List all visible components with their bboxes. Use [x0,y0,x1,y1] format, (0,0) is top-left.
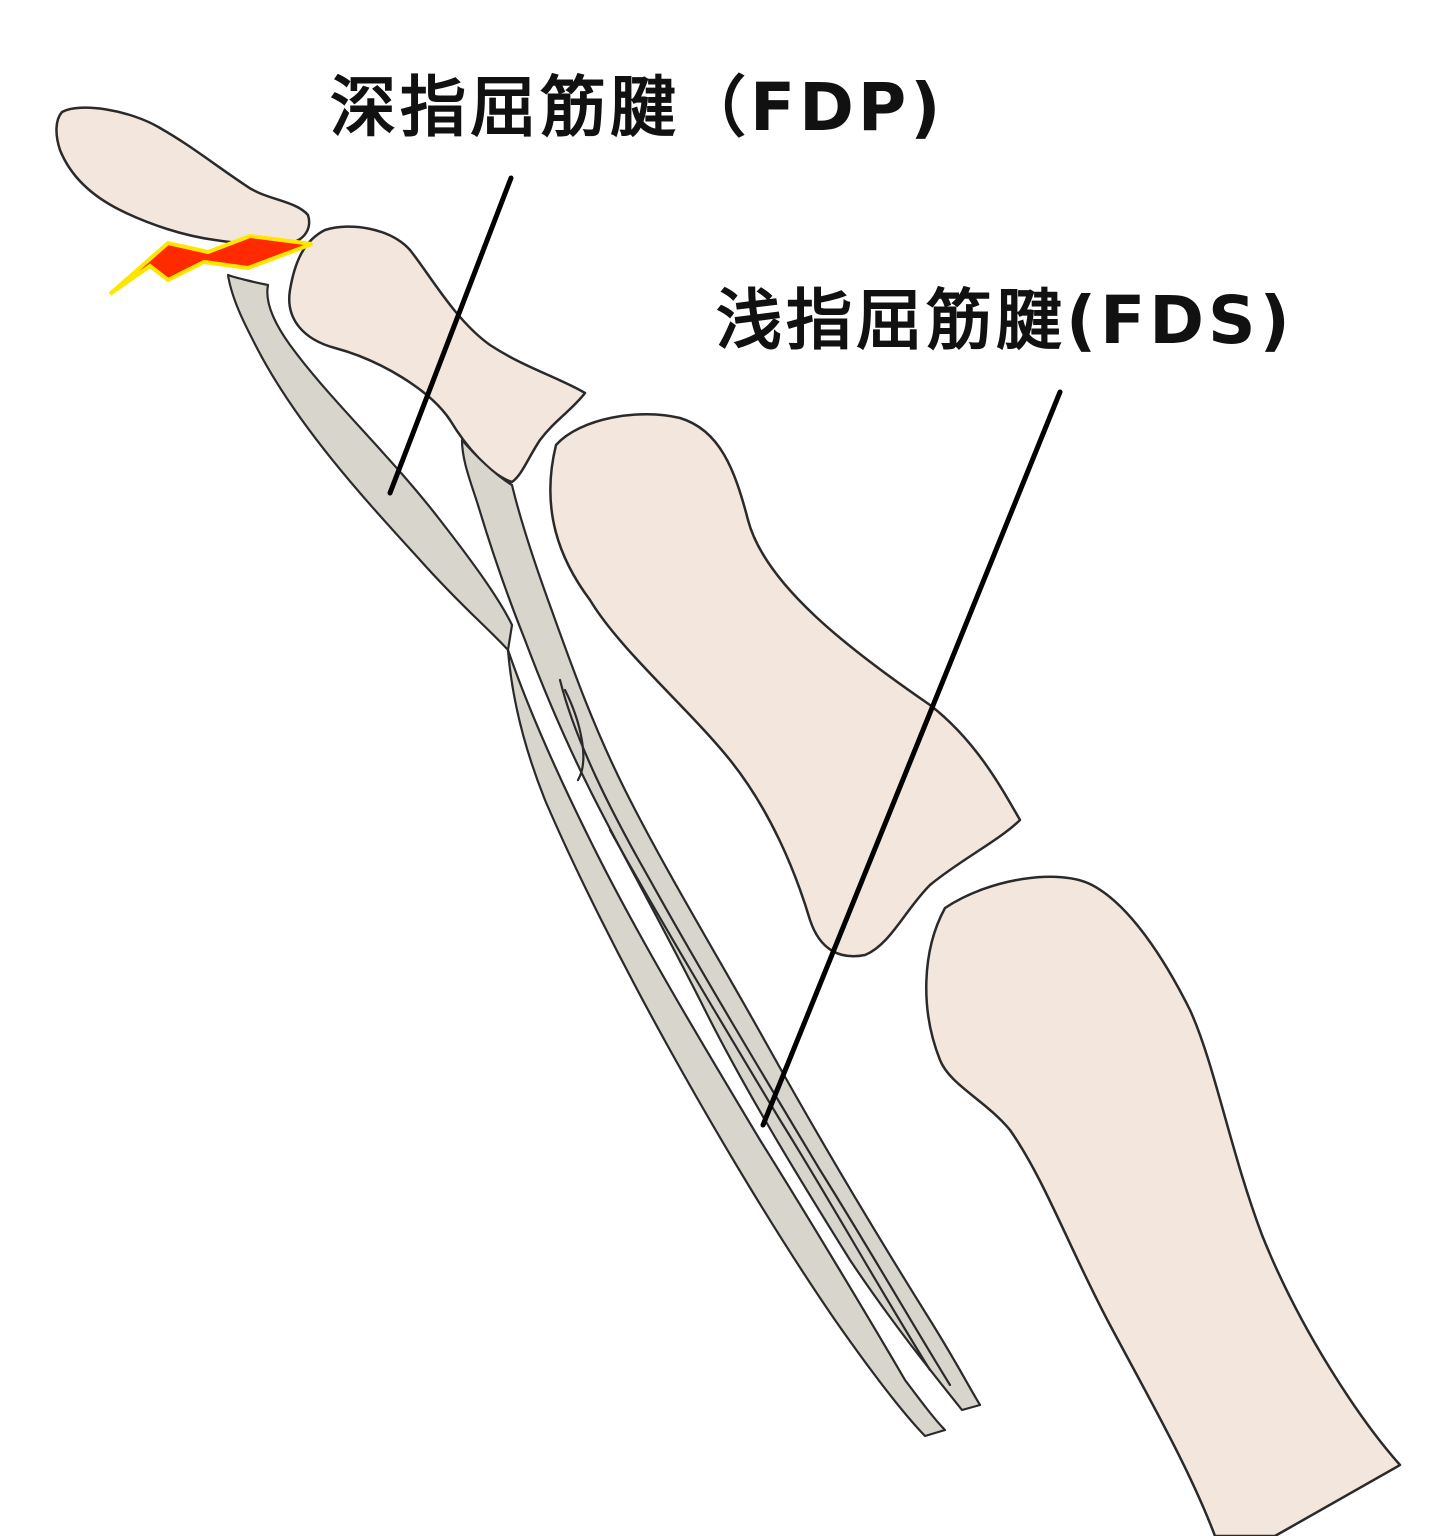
fds-label: 浅指屈筋腱(FDS) [716,282,1294,359]
tendon-strand-line [558,678,952,1387]
fingertip-fragment [55,106,311,246]
fds-tendon-slip [506,648,947,1438]
proximal-phalanx [925,875,1402,1536]
lightning-bolt-icon [108,233,313,296]
fdp-tendon [226,273,514,652]
fdp-label: 深指屈筋腱（FDP) [330,69,945,146]
tendon-strand-line [608,828,932,1372]
fdp-leader-line [387,175,514,496]
distal-phalanx [287,225,587,484]
tendon-strand-line [563,688,585,782]
fds-tendon [460,438,982,1412]
fds-leader-line [760,389,1063,1128]
middle-phalanx [549,412,1022,958]
